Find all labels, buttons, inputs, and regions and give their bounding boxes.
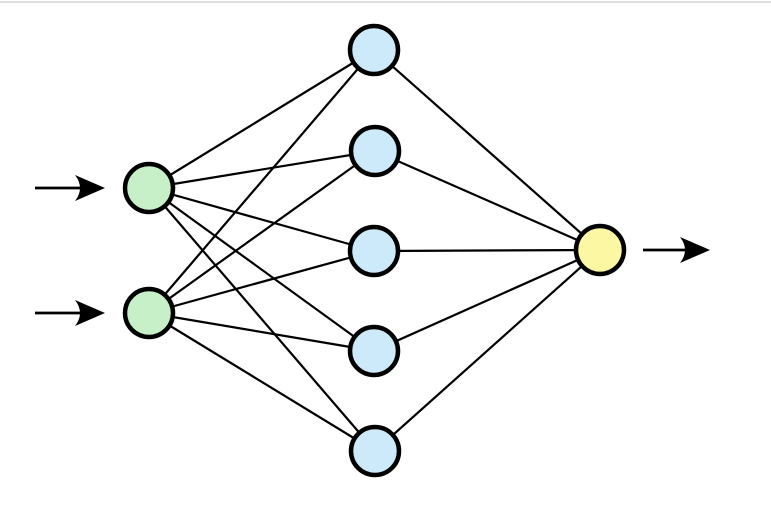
hidden-node-h5	[348, 424, 402, 478]
input-arrow-2-head	[75, 300, 105, 326]
edge-h4-o1	[373, 248, 601, 353]
edge-i2-h2	[148, 150, 376, 314]
edge-i2-h4	[148, 311, 375, 353]
input-arrow-2	[35, 300, 105, 326]
output-node-o1	[573, 223, 627, 277]
hidden-node-h1	[347, 23, 401, 77]
edge-i1-h4	[148, 187, 375, 352]
hidden-node-h2	[348, 124, 402, 178]
top-divider	[0, 1, 771, 3]
input-node-i1	[122, 161, 176, 215]
hidden-node-h3	[347, 224, 401, 278]
input-node-i2	[122, 286, 176, 340]
edge-i2-h3	[148, 249, 375, 315]
output-arrow	[643, 237, 710, 263]
edge-h2-o1	[374, 149, 601, 252]
edge-i2-h5	[148, 312, 376, 452]
input-arrow-1	[35, 175, 105, 201]
edge-h3-o1	[373, 248, 601, 253]
edge-i1-h5	[148, 187, 376, 452]
input-arrow-1-head	[75, 175, 105, 201]
edge-i2-h1	[148, 49, 375, 314]
edge-i1-h2	[148, 149, 376, 190]
hidden-node-h4	[347, 324, 401, 378]
edge-h5-o1	[374, 249, 601, 452]
output-arrow-head	[680, 237, 710, 263]
edge-i1-h3	[148, 186, 375, 253]
edge-i1-h1	[148, 49, 375, 189]
edge-h1-o1	[373, 49, 601, 251]
